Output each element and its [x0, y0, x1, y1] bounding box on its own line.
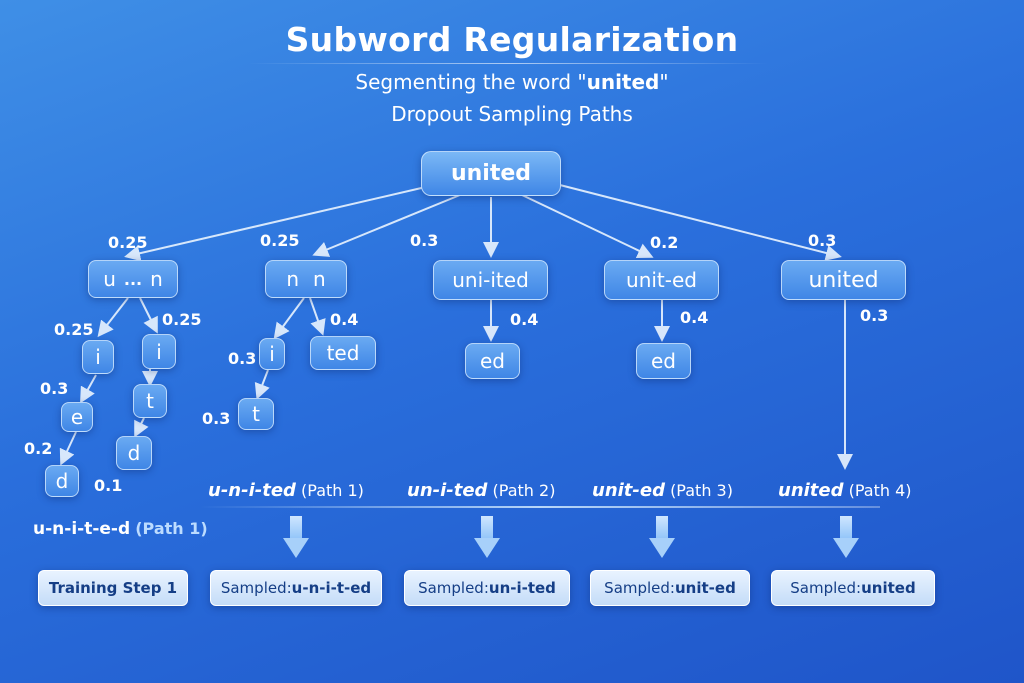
branch-1-middle-token: ...: [123, 269, 143, 289]
sample-2-prefix: Sampled:: [418, 579, 489, 597]
b2-left-prob: 0.3: [228, 349, 257, 368]
path-4-label: (Path 4): [848, 481, 912, 500]
b3-child-node: ed: [465, 343, 520, 379]
sampled-box-1: Sampled: u-n-i-t-ed: [210, 570, 382, 606]
page-caption: Dropout Sampling Paths: [391, 102, 633, 126]
down-arrow-icon: [833, 516, 859, 560]
b1-left-node-3: d: [45, 465, 79, 497]
b5-path-prob: 0.3: [860, 306, 889, 325]
edge-b2-r1: [309, 297, 326, 336]
branch-2-node: n n: [265, 260, 347, 298]
b2-right-prob: 0.4: [330, 310, 359, 329]
b1-left-prob-2: 0.3: [40, 379, 69, 398]
edge-root-b5: [555, 183, 842, 261]
path-3-segmentation: unit-ed: [592, 480, 665, 501]
sample-0-value: Training Step 1: [48, 579, 178, 597]
path-0-label: (Path 1): [135, 519, 208, 538]
path-caption-2: un-i-ted (Path 2): [407, 480, 555, 501]
branch-5-node: united: [781, 260, 906, 300]
path-1-label: (Path 1): [301, 481, 364, 500]
edge-l2-l3: [59, 431, 77, 466]
branch-2-prob: 0.25: [260, 231, 300, 250]
b1-left-node-1: i: [82, 340, 114, 374]
subtitle-prefix: Segmenting the word ": [355, 70, 587, 94]
root-node: united: [421, 151, 561, 196]
sampled-box-4: Sampled: united: [771, 570, 935, 606]
branch-2-left-token: n: [286, 267, 299, 291]
b4-child-node: ed: [636, 343, 691, 379]
edge-r2-r3: [134, 417, 149, 438]
edge-root-b1: [124, 185, 431, 262]
b1-left-prob-4: 0.1: [94, 476, 123, 495]
branch-4-prob: 0.2: [650, 233, 679, 252]
edge-b2-l1: [273, 297, 305, 340]
path-caption-4: united (Path 4): [778, 480, 912, 501]
b1-right-node-1: i: [142, 334, 176, 369]
edge-l1-l2: [80, 374, 97, 404]
subtitle-suffix: ": [659, 70, 669, 94]
sample-4-value: united: [861, 579, 916, 597]
page-subtitle: Segmenting the word "united": [0, 70, 1024, 94]
b4-child-prob: 0.4: [680, 308, 709, 327]
b1-right-prob: 0.25: [162, 310, 202, 329]
path-0-segmentation: u-n-i-t-e-d: [33, 519, 131, 539]
b1-left-node-2: e: [61, 402, 93, 432]
path-2-label: (Path 2): [492, 481, 556, 500]
path-divider: [200, 506, 880, 508]
edge-b2l1-t: [254, 369, 270, 400]
branch-3-node: uni-ited: [433, 260, 548, 300]
branch-5-prob: 0.3: [808, 231, 837, 250]
sampled-box-2: Sampled: un-i-ted: [404, 570, 570, 606]
sample-1-prefix: Sampled:: [220, 579, 292, 597]
branch-4-node: unit-ed: [604, 260, 719, 300]
branch-1-prob: 0.25: [108, 233, 148, 252]
page-title: Subword Regularization: [285, 20, 739, 59]
path-caption-0: u-n-i-t-e-d (Path 1): [33, 519, 208, 539]
down-arrow-icon: [283, 516, 309, 560]
subtitle-word: united: [586, 70, 660, 94]
edge-b1-l1: [97, 297, 129, 338]
sample-1-value: u-n-i-t-ed: [291, 579, 372, 597]
path-caption-1: u-n-i-ted (Path 1): [208, 480, 364, 501]
path-1-segmentation: u-n-i-ted: [208, 480, 296, 501]
path-2-segmentation: un-i-ted: [407, 480, 488, 501]
sample-2-value: un-i-ted: [488, 579, 556, 597]
edge-b1-r1: [139, 297, 158, 334]
branch-1-node: u ... n: [88, 260, 178, 298]
b2-left-prob-2: 0.3: [202, 409, 231, 428]
branch-1-left-token: u: [103, 267, 116, 291]
b2-right-node-1: ted: [310, 336, 376, 370]
b1-left-prob-3: 0.2: [24, 439, 53, 458]
sampled-box-3: Sampled: unit-ed: [590, 570, 750, 606]
branch-1-right-token: n: [150, 267, 163, 291]
title-divider: [248, 63, 768, 64]
branch-3-prob: 0.3: [410, 231, 439, 250]
sample-3-value: unit-ed: [675, 579, 736, 597]
b1-right-node-3: d: [116, 436, 152, 470]
edge-root-b4: [521, 194, 654, 259]
path-caption-3: unit-ed (Path 3): [592, 480, 733, 501]
branch-2-right-token: n: [313, 267, 326, 291]
edge-root-b2: [312, 194, 461, 257]
b1-left-prob: 0.25: [54, 320, 94, 339]
path-3-label: (Path 3): [670, 481, 733, 500]
b2-left-node-1: i: [259, 338, 285, 370]
down-arrow-icon: [474, 516, 500, 560]
b1-right-node-2: t: [133, 384, 167, 418]
path-4-segmentation: united: [778, 480, 844, 501]
sample-4-prefix: Sampled:: [790, 579, 862, 597]
sample-3-prefix: Sampled:: [604, 579, 675, 597]
b3-child-prob: 0.4: [510, 310, 539, 329]
training-step-box: Training Step 1: [38, 570, 188, 606]
b2-left-node-2: t: [238, 398, 274, 430]
down-arrow-icon: [649, 516, 675, 560]
